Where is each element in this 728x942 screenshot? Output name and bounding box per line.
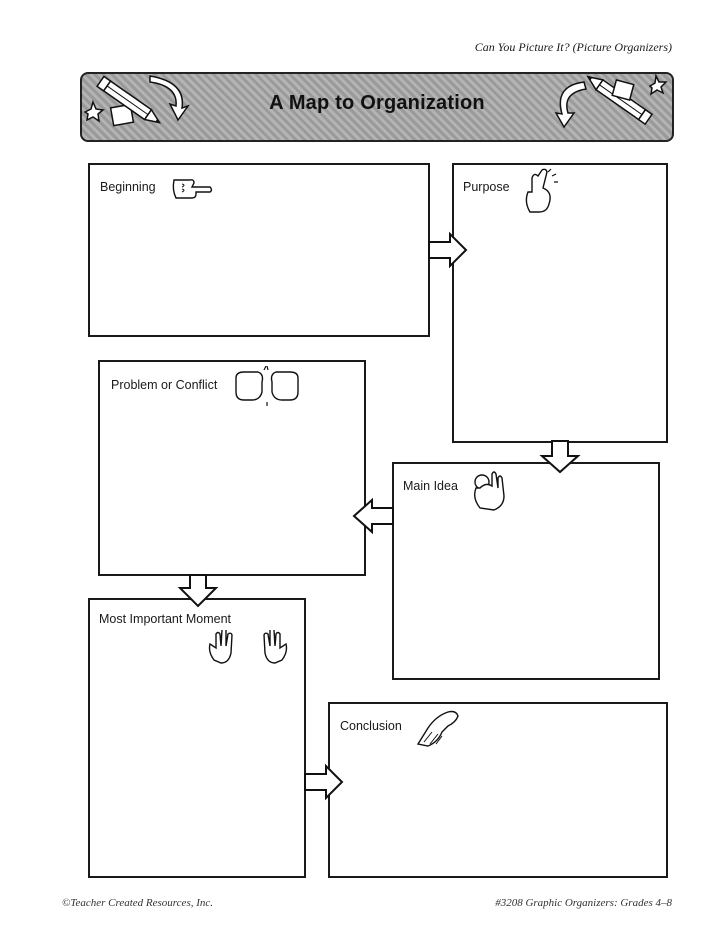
arrow-beginning-to-purpose xyxy=(428,231,468,269)
main-idea-box[interactable] xyxy=(392,462,660,680)
arrow-most-important-to-conclusion xyxy=(304,763,344,801)
fists-colliding-icon xyxy=(235,366,299,406)
problem-conflict-box[interactable] xyxy=(98,360,366,576)
page-title: A Map to Organization xyxy=(269,92,485,114)
ok-hand-icon xyxy=(473,471,505,511)
beginning-box[interactable] xyxy=(88,163,430,337)
series-title: Can You Picture It? (Picture Organizers) xyxy=(474,40,672,54)
main-idea-label: Main Idea xyxy=(403,479,458,493)
arrow-main-idea-to-problem xyxy=(352,497,394,535)
conclusion-label: Conclusion xyxy=(340,719,402,733)
pointing-hand-icon xyxy=(172,179,213,199)
purpose-box[interactable] xyxy=(452,163,668,443)
pencil-star-decoration-left xyxy=(83,75,190,127)
conclusion-box[interactable] xyxy=(328,702,668,878)
most-important-moment-label: Most Important Moment xyxy=(99,612,231,626)
product-code: #3208 Graphic Organizers: Grades 4–8 xyxy=(495,897,672,909)
crossed-fingers-icon xyxy=(525,168,558,213)
title-banner: A Map to Organization xyxy=(80,72,674,142)
problem-conflict-label: Problem or Conflict xyxy=(111,378,218,392)
beginning-label: Beginning xyxy=(100,180,156,194)
arrow-purpose-to-main-idea xyxy=(539,440,581,474)
arrow-problem-to-most-important xyxy=(177,574,219,608)
purpose-label: Purpose xyxy=(463,180,510,194)
praying-hands-icon xyxy=(416,710,459,747)
pencil-star-decoration-right xyxy=(554,73,668,129)
open-hands-icon xyxy=(208,630,288,664)
publisher-credit: ©Teacher Created Resources, Inc. xyxy=(62,897,214,909)
